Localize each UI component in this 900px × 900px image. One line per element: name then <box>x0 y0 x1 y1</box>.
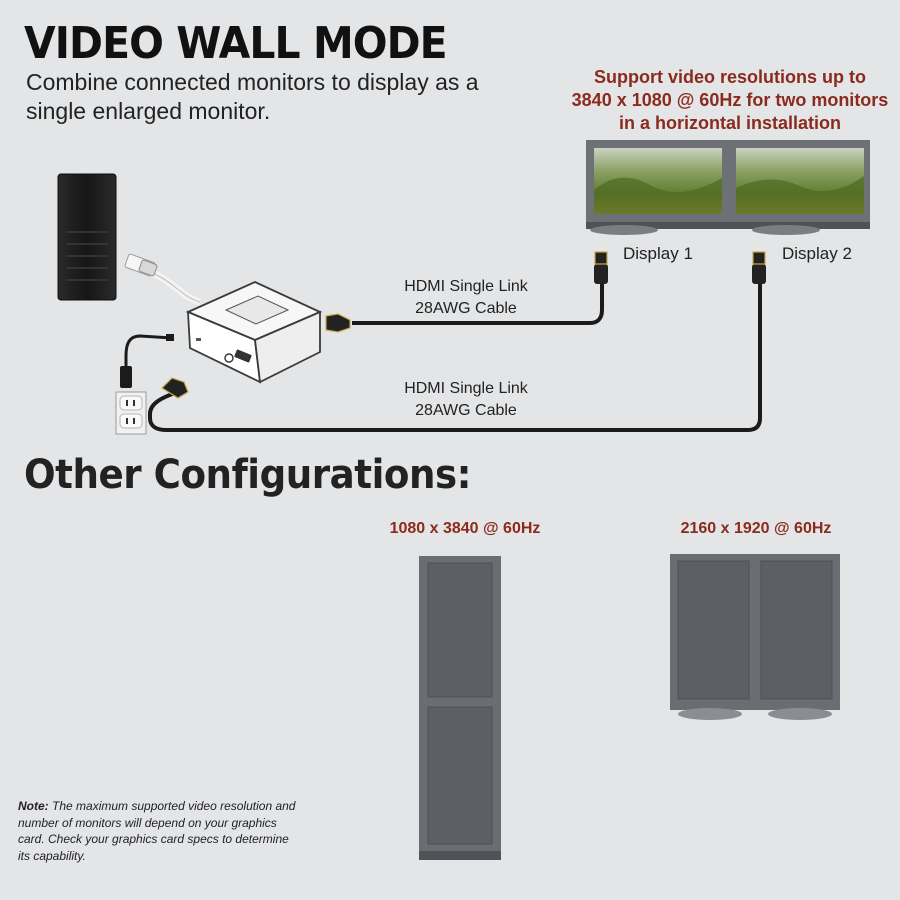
grid-config-resolution: 2160 x 1920 @ 60Hz <box>680 520 832 537</box>
display-1-label: Display 1 <box>623 244 693 263</box>
cable-2-gauge: 28AWG Cable <box>415 402 517 419</box>
support-line-3: in a horizontal installation <box>618 113 841 133</box>
hdmi-cable-1-icon <box>325 251 608 333</box>
cable-2-type: HDMI Single Link <box>404 380 528 397</box>
other-configurations-heading: Other Configurations: <box>24 452 472 498</box>
page-subtitle: Combine connected monitors to display as… <box>26 69 479 124</box>
usb-power-cable-icon <box>120 334 174 388</box>
display-2-label: Display 2 <box>782 244 852 263</box>
mst-hub-icon <box>185 281 323 384</box>
side-by-side-config-icon <box>670 554 840 720</box>
display-1-monitor <box>586 140 728 235</box>
support-line-2: 3840 x 1080 @ 60Hz for two monitors <box>571 90 889 110</box>
support-resolution-text: Support video resolutions up to 3840 x 1… <box>560 66 900 135</box>
cable-1-label: HDMI Single Link 28AWG Cable <box>366 276 566 320</box>
support-line-1: Support video resolutions up to <box>594 67 866 87</box>
hdmi-cable-2-icon <box>148 251 766 432</box>
note-body: The maximum supported video resolution a… <box>18 799 296 863</box>
cable-1-gauge: 28AWG Cable <box>415 300 517 317</box>
note-label: Note: <box>18 799 49 813</box>
vertical-stack-config-icon <box>419 556 501 860</box>
note-text: Note: The maximum supported video resolu… <box>18 798 298 864</box>
cable-2-label: HDMI Single Link 28AWG Cable <box>366 378 566 422</box>
display-2-monitor <box>728 140 870 235</box>
power-outlet-icon <box>115 391 147 435</box>
page-title: VIDEO WALL MODE <box>24 18 448 69</box>
vertical-config-resolution: 1080 x 3840 @ 60Hz <box>389 520 541 537</box>
displayport-cable-icon <box>124 253 202 306</box>
cable-1-type: HDMI Single Link <box>404 278 528 295</box>
computer-tower-icon <box>57 173 117 301</box>
